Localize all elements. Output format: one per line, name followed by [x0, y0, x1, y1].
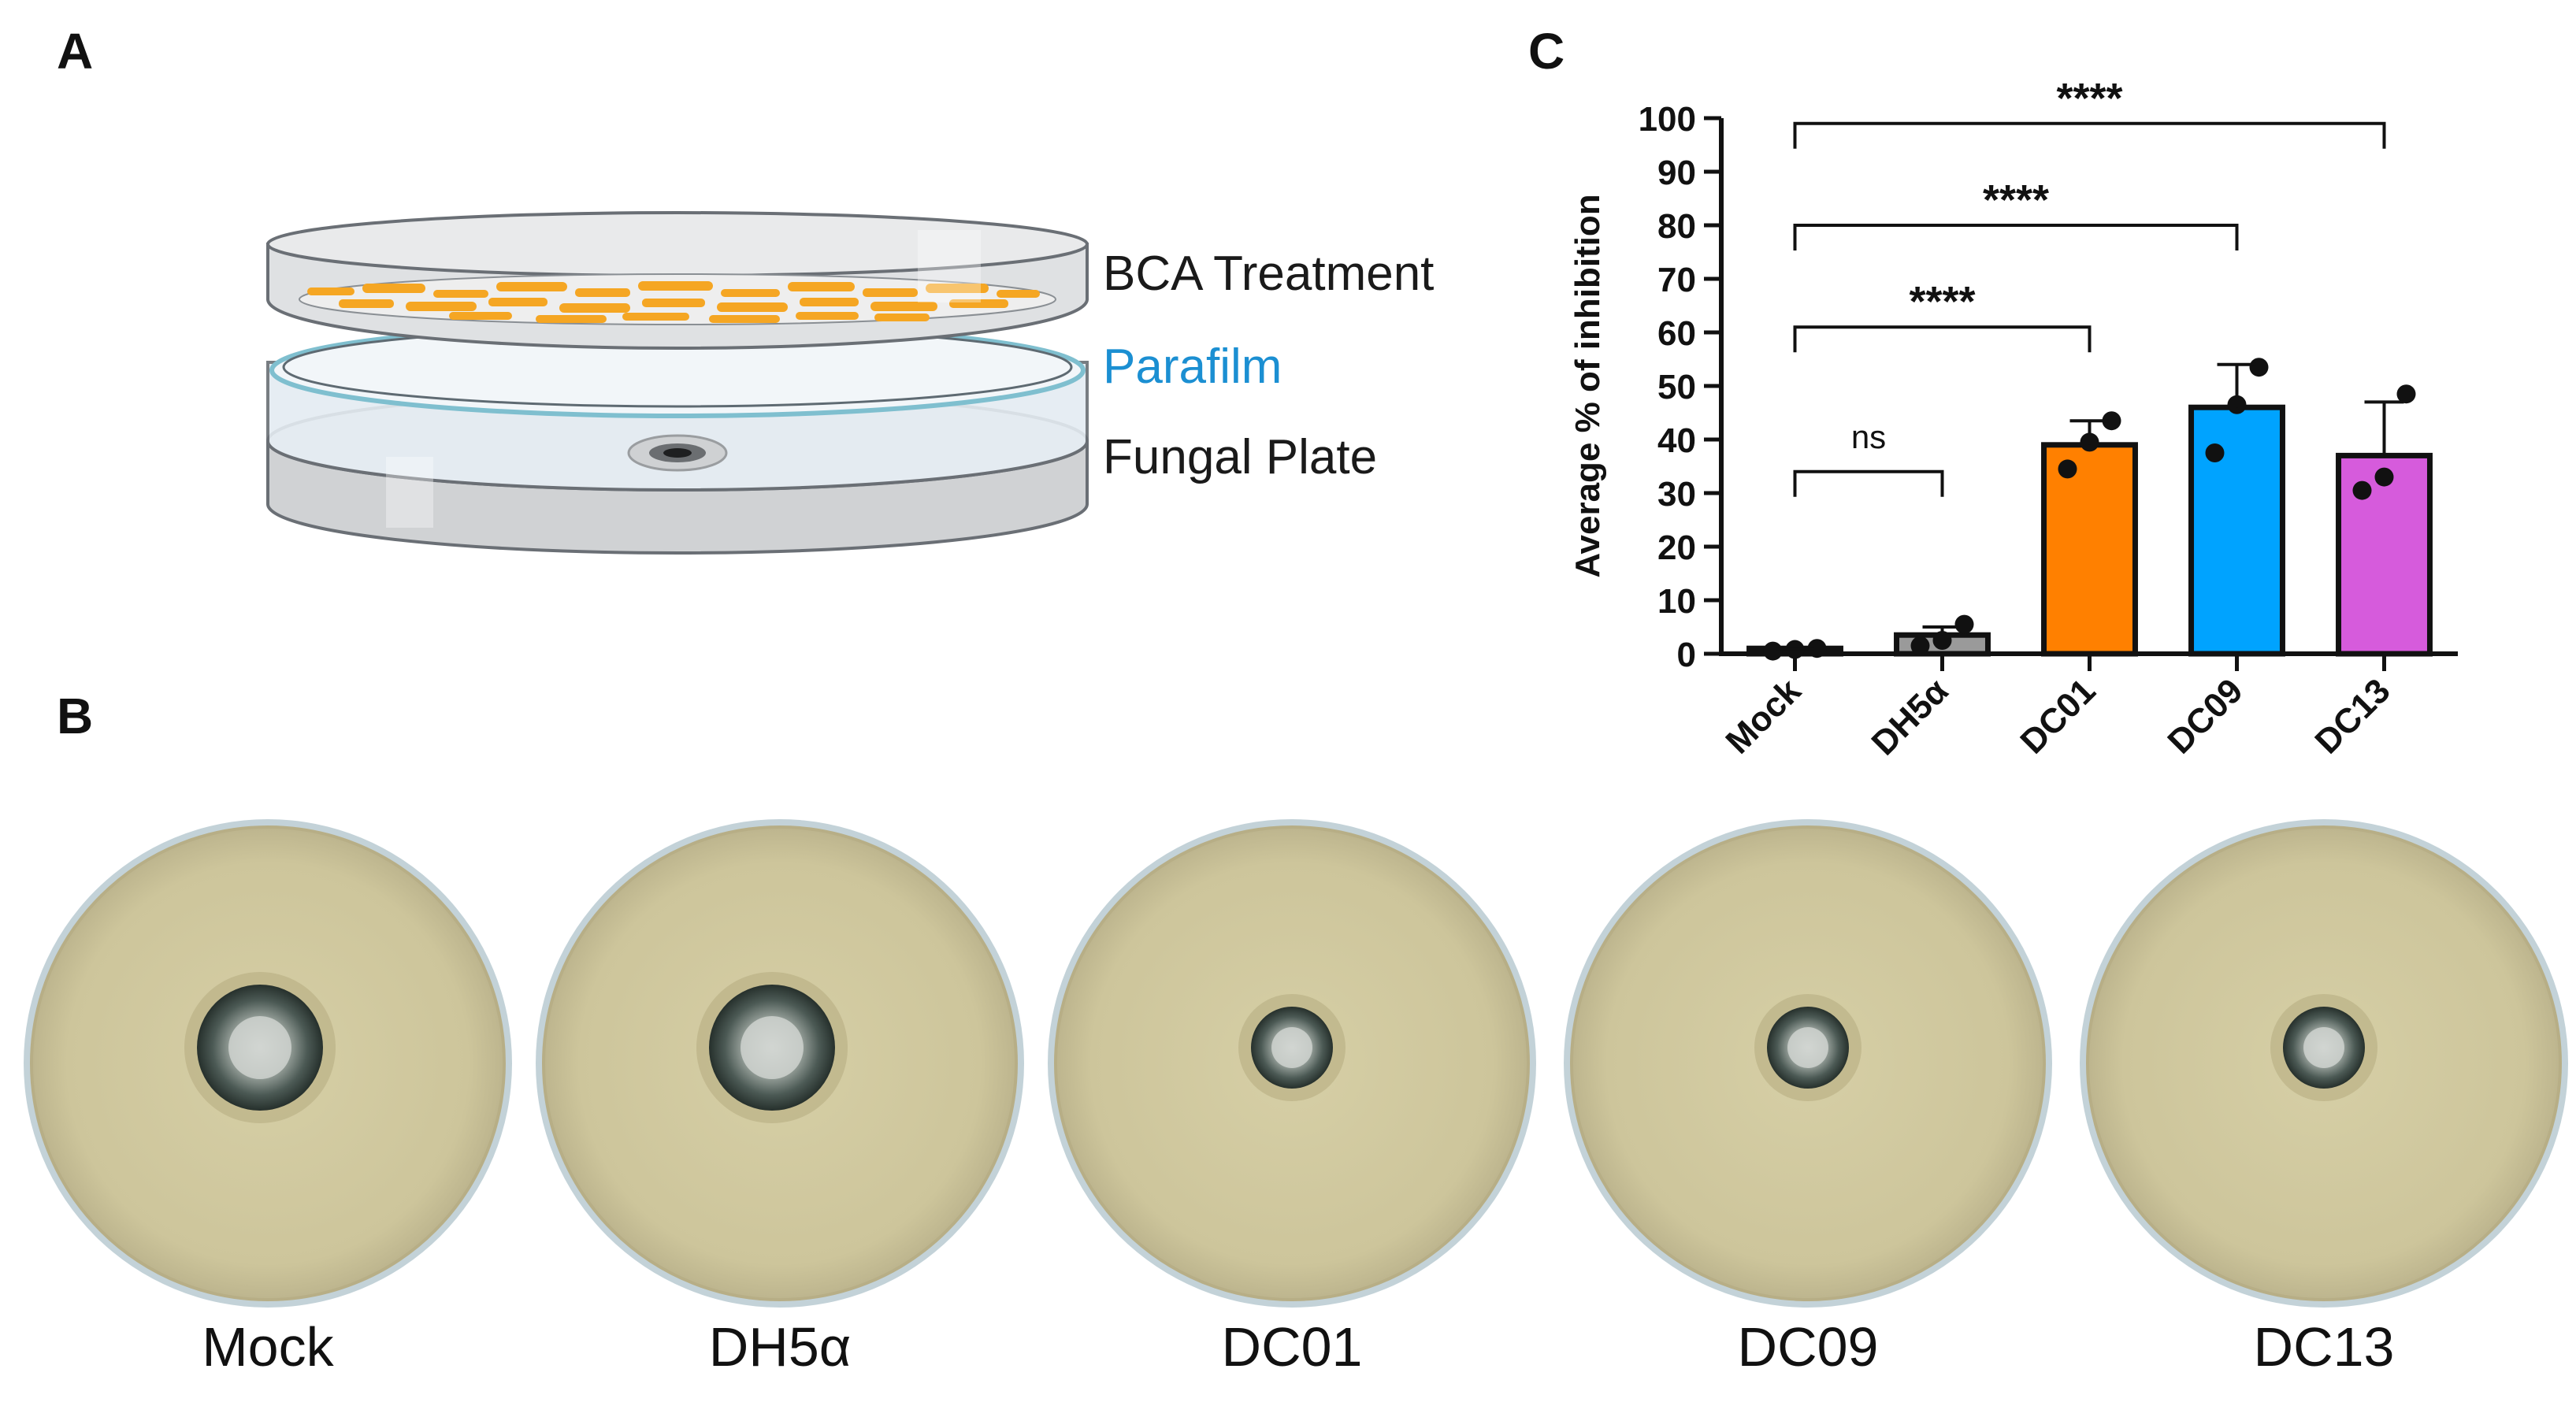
x-tick-label: Mock [1718, 671, 1809, 762]
chart-significance-brackets: ns **** **** **** [1793, 75, 2386, 497]
data-point [2058, 459, 2077, 479]
parafilm-label: Parafilm [1103, 339, 1282, 394]
bar-dc09 [2188, 404, 2285, 657]
data-point [1954, 614, 1974, 634]
data-point [2249, 358, 2269, 377]
significance-label: ns [1851, 418, 1886, 455]
data-point [1763, 641, 1783, 661]
y-tick-label: 50 [1657, 368, 1696, 406]
significance-bracket [1793, 469, 1944, 497]
data-point [1910, 636, 1930, 655]
y-tick-label: 90 [1657, 154, 1696, 192]
y-tick-label: 30 [1657, 475, 1696, 514]
petri-plate-3 [1048, 819, 1536, 1308]
panel-letter-b: B [57, 688, 94, 744]
y-tick-label: 10 [1657, 582, 1696, 621]
y-tick-label: 100 [1639, 100, 1696, 139]
plate-label: Mock [202, 1316, 334, 1378]
chart-points [1763, 358, 2416, 661]
x-tick-label: DH5α [1865, 671, 1956, 762]
significance-bracket [1793, 224, 2239, 250]
significance-label: **** [1983, 176, 2049, 224]
petri-dish-diagram [266, 211, 1089, 555]
plate-label: DC13 [2253, 1316, 2395, 1378]
y-tick-label: 40 [1657, 421, 1696, 460]
panel-letter-a: A [57, 23, 94, 80]
y-tick-label: 20 [1657, 529, 1696, 567]
significance-bracket [1793, 121, 2386, 149]
petri-plate-2 [536, 819, 1024, 1308]
x-tick-label: DC01 [2013, 671, 2103, 761]
data-point [2396, 384, 2416, 404]
y-tick-label: 0 [1677, 636, 1696, 674]
data-point [2374, 467, 2394, 487]
x-tick-label: DC13 [2307, 671, 2397, 761]
plate-label: DC01 [1221, 1316, 1363, 1378]
data-point [2205, 443, 2225, 462]
petri-plate-1 [24, 819, 512, 1308]
y-tick-label: 60 [1657, 314, 1696, 353]
bca-treatment-icon [307, 281, 1040, 323]
panel-letter-c: C [1528, 23, 1565, 80]
plate-label: DC09 [1737, 1316, 1879, 1378]
bca-treatment-label: BCA Treatment [1103, 247, 1435, 301]
fungal-plate-label: Fungal Plate [1103, 430, 1378, 484]
x-tick-label: DC09 [2160, 671, 2250, 761]
data-point [1807, 639, 1827, 658]
significance-bracket [1793, 325, 2092, 353]
significance-label: **** [2056, 75, 2122, 122]
data-point [2352, 480, 2372, 500]
data-point [2102, 411, 2121, 431]
petri-plate-4 [1564, 819, 2052, 1308]
data-point [1932, 631, 1952, 650]
y-tick-label: 70 [1657, 261, 1696, 299]
bar-dc01 [2041, 442, 2138, 657]
plate-label: DH5α [708, 1316, 852, 1378]
inhibition-bar-chart: ns **** **** **** 0 10 20 30 40 50 60 70 80 90 100Ave… [1568, 75, 2458, 762]
petri-plate-5 [2080, 819, 2568, 1308]
y-axis-label: Average % of inhibition [1568, 194, 1607, 577]
plates-row: Mock DH5α [0, 803, 2576, 1402]
significance-label: **** [1909, 278, 1975, 325]
y-tick-label: 80 [1657, 207, 1696, 246]
chart-error-bars [1775, 362, 2404, 651]
